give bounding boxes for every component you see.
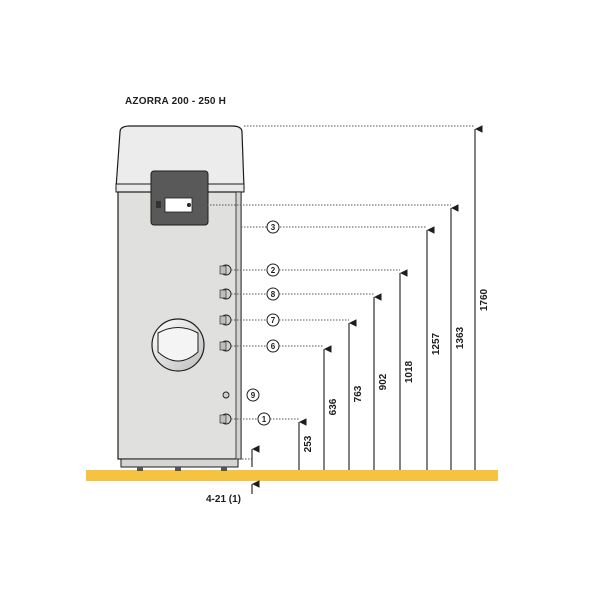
badge-7: 7 xyxy=(266,313,280,327)
floor-strip xyxy=(86,470,498,481)
dim-label-763: 763 xyxy=(353,385,364,402)
control-indicator xyxy=(156,201,161,208)
badge-7-text: 7 xyxy=(271,316,276,325)
badge-6: 6 xyxy=(266,339,280,353)
connection-badges: 3 2 8 7 6 9 1 xyxy=(246,220,280,426)
badge-2: 2 xyxy=(266,263,280,277)
water-heater-tank xyxy=(115,125,245,471)
pipe-stub-1 xyxy=(219,414,227,424)
feet-adjustment-label: 4-21 (1) xyxy=(206,494,241,505)
diagram-title: AZORRA 200 - 250 H xyxy=(125,96,226,107)
badge-2-text: 2 xyxy=(271,266,276,275)
badge-9: 9 xyxy=(246,388,260,402)
badge-3: 3 xyxy=(266,220,280,234)
badge-9-text: 9 xyxy=(251,391,256,400)
pipe-connection-9 xyxy=(222,391,230,399)
tank-foot xyxy=(137,467,143,471)
badge-3-text: 3 xyxy=(271,223,276,232)
dim-label-902: 902 xyxy=(378,373,389,390)
dim-label-1363: 1363 xyxy=(455,326,466,349)
pipe-stub-2 xyxy=(219,265,227,275)
dimension-lines xyxy=(251,125,483,494)
pipe-stub-8 xyxy=(219,289,227,299)
dim-label-1018: 1018 xyxy=(404,360,415,383)
tank-top-cover xyxy=(115,125,245,189)
badge-1: 1 xyxy=(257,412,271,426)
dim-label-636: 636 xyxy=(328,398,339,415)
badge-8-text: 8 xyxy=(271,290,276,299)
dim-label-1760: 1760 xyxy=(479,288,490,311)
dimension-labels: 1760 1363 1257 1018 902 763 636 253 xyxy=(303,288,490,452)
tank-foot xyxy=(221,467,227,471)
badge-1-text: 1 xyxy=(262,415,267,424)
dim-label-1257: 1257 xyxy=(431,332,442,355)
badge-8: 8 xyxy=(266,287,280,301)
tank-foot xyxy=(175,467,181,471)
tank-bottom xyxy=(120,458,239,468)
inspection-port-cover xyxy=(157,327,199,362)
pipe-stub-7 xyxy=(219,315,227,325)
pipe-stub-6 xyxy=(219,341,227,351)
dim-label-253: 253 xyxy=(303,435,314,452)
badge-6-text: 6 xyxy=(271,342,276,351)
